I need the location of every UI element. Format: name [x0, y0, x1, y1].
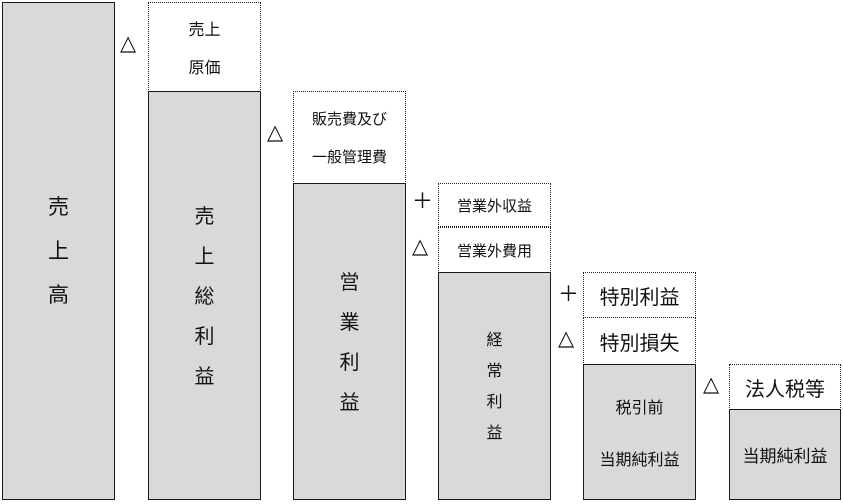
- income-tax-operator: △: [703, 372, 720, 396]
- gross-profit-char-5: 益: [194, 363, 215, 388]
- sga-line-2: 一般管理費: [311, 147, 387, 166]
- pretax-profit-line-1: 税引前: [615, 397, 664, 417]
- cogs-line-2: 原価: [188, 57, 221, 77]
- net-income-label: 当期純利益: [742, 447, 828, 467]
- non-op-income-box: 営業外収益: [438, 183, 551, 227]
- gross-profit-char-4: 利: [194, 323, 215, 348]
- extraordinary-loss-box: 特別損失: [583, 317, 696, 365]
- sales-label-char-3: 高: [48, 283, 69, 307]
- sales-label-char-1: 売: [48, 195, 69, 219]
- ordinary-profit-char-2: 常: [486, 361, 503, 380]
- sales-bar: 売 上 高: [2, 2, 115, 500]
- ordinary-profit-char-3: 利: [486, 392, 503, 411]
- pretax-profit-bar: 税引前 当期純利益: [583, 364, 696, 500]
- extraordinary-loss-operator: △: [558, 326, 575, 350]
- operating-profit-char-1: 営: [339, 269, 360, 294]
- gross-profit-char-2: 上: [194, 243, 215, 268]
- income-tax-label: 法人税等: [745, 376, 825, 401]
- pretax-profit-line-2: 当期純利益: [599, 450, 680, 470]
- sga-line-1: 販売費及び: [311, 110, 387, 129]
- non-op-expense-label: 営業外費用: [456, 241, 532, 260]
- sga-operator: △: [267, 120, 284, 144]
- ordinary-profit-bar: 経 常 利 益: [438, 272, 551, 500]
- extraordinary-gain-operator: ＋: [558, 282, 579, 306]
- ordinary-profit-char-4: 益: [486, 423, 503, 442]
- cogs-operator: △: [120, 31, 137, 55]
- non-op-income-label: 営業外収益: [456, 196, 532, 215]
- gross-profit-bar: 売 上 総 利 益: [148, 91, 261, 500]
- operating-profit-char-2: 業: [339, 309, 360, 334]
- operating-profit-char-4: 益: [339, 389, 360, 414]
- non-op-income-operator: ＋: [412, 189, 433, 213]
- gross-profit-char-1: 売: [194, 203, 215, 228]
- extraordinary-loss-label: 特別損失: [599, 330, 680, 355]
- non-op-expense-box: 営業外費用: [438, 227, 551, 273]
- ordinary-profit-char-1: 経: [486, 330, 503, 349]
- cogs-box: 売上 原価: [148, 2, 261, 92]
- cogs-line-1: 売上: [188, 20, 221, 40]
- sales-label-char-2: 上: [48, 239, 69, 263]
- operating-profit-bar: 営 業 利 益: [293, 183, 406, 500]
- non-op-expense-operator: △: [412, 234, 429, 258]
- net-income-bar: 当期純利益: [729, 409, 841, 500]
- sga-box: 販売費及び 一般管理費: [293, 91, 406, 184]
- gross-profit-char-3: 総: [194, 283, 215, 308]
- operating-profit-char-3: 利: [339, 349, 360, 374]
- extraordinary-gain-label: 特別利益: [599, 284, 680, 309]
- extraordinary-gain-box: 特別利益: [583, 272, 696, 318]
- income-tax-box: 法人税等: [729, 364, 841, 410]
